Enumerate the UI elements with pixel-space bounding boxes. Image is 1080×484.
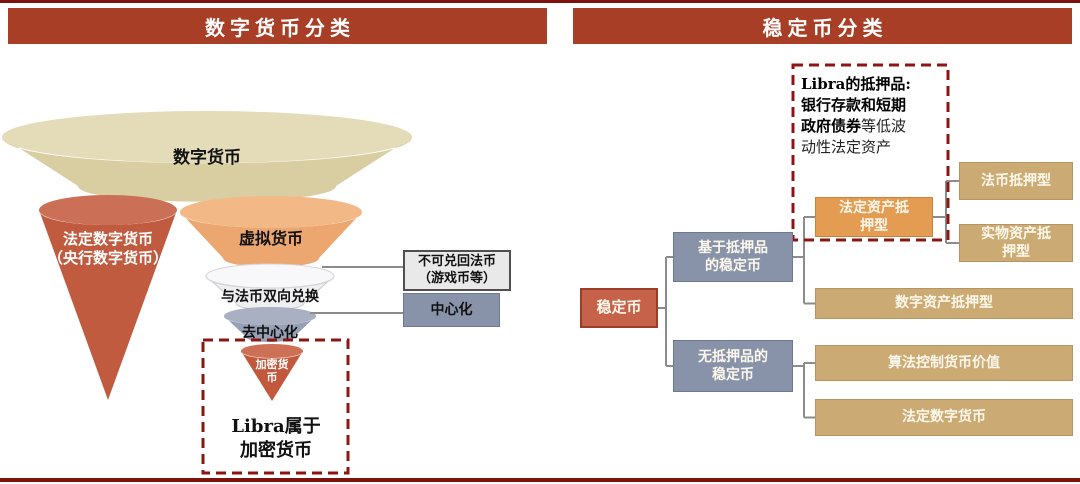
collateral-note-bold2: 银行存款和短期 [801, 96, 907, 114]
libra-belongs-note: Libra属于 加密货币 [206, 415, 346, 463]
libra-dashed-box-left [201, 338, 350, 475]
libra-belongs-line1: Libra属于 [231, 416, 321, 437]
fiat-digital-currency-cone [39, 195, 177, 400]
collateral-note-reg3: 等低波 [861, 117, 907, 135]
physical-asset-line1: 实物资产抵 [981, 225, 1051, 242]
decentralized-funnel [224, 307, 316, 342]
tree-node-legal-asset-backed: 法定资产抵 押型 [815, 197, 933, 237]
label-digital-currency: 数字货币 [173, 148, 241, 168]
tree-node-stablecoin: 稳定币 [580, 288, 658, 328]
collateral-note-line2: 银行存款和短期 [801, 95, 943, 116]
callout-non-redeemable-line1: 不可兑回法币 [417, 253, 496, 269]
collateral-based-line2: 的稳定币 [705, 258, 761, 274]
non-collateral-line2: 稳定币 [712, 367, 754, 383]
legal-asset-line1: 法定资产抵 [839, 199, 909, 216]
physical-asset-line2: 押型 [1002, 244, 1030, 260]
label-crypto-currency: 加密货 币 [244, 358, 300, 384]
label-crypto-line1: 加密货 [255, 358, 289, 371]
tree-node-digital-asset-backed: 数字资产抵押型 [815, 288, 1073, 319]
collateral-note-line3: 政府债券等低波 [801, 116, 943, 137]
collateral-note-line4: 动性法定资产 [801, 137, 943, 158]
collateral-note-line1: Libra的抵押品: [801, 74, 943, 95]
tree-connectors [658, 180, 959, 419]
legal-asset-line2: 押型 [860, 218, 888, 234]
virtual-currency-funnel [180, 196, 362, 267]
label-fiat-digital-currency: 法定数字货币 （央行数字货币） [8, 230, 208, 268]
collateral-note-bold1: Libra的抵押品: [801, 75, 911, 93]
libra-belongs-line2: 加密货币 [240, 440, 312, 461]
callout-centralized: 中心化 [403, 293, 500, 327]
tree-node-fiat-backed: 法币抵押型 [959, 162, 1073, 200]
bottom-rule [0, 478, 1080, 482]
label-fiat-digital-line1: 法定数字货币 [62, 230, 153, 248]
label-crypto-line2: 币 [266, 371, 278, 384]
tree-node-non-collateral: 无抵押品的 稳定币 [673, 340, 793, 392]
label-two-way-exchange: 与法币双向兑换 [221, 289, 319, 305]
libra-collateral-note: Libra的抵押品: 银行存款和短期 政府债券等低波 动性法定资产 [801, 74, 943, 158]
left-panel-title: 数字货币分类 [8, 8, 547, 44]
right-panel-title: 稳定币分类 [573, 8, 1072, 44]
tree-node-physical-asset-backed: 实物资产抵 押型 [959, 224, 1073, 262]
callout-non-redeemable: 不可兑回法币 （游戏币等） [403, 250, 511, 291]
label-fiat-digital-line2: （央行数字货币） [47, 249, 168, 267]
tree-node-legal-digital-currency: 法定数字货币 [815, 399, 1073, 436]
label-decentralized: 去中心化 [242, 325, 298, 341]
non-collateral-line1: 无抵押品的 [698, 348, 768, 365]
callout-non-redeemable-line2: （游戏币等） [417, 270, 496, 286]
digital-currency-funnel [2, 111, 412, 202]
tree-node-collateral-based: 基于抵押品 的稳定币 [673, 232, 793, 282]
crypto-currency-cone [241, 344, 303, 401]
tree-node-algorithm-controlled: 算法控制货币价值 [815, 345, 1073, 381]
collateral-note-bold3: 政府债券 [801, 117, 862, 135]
collateral-note-reg4: 动性法定资产 [801, 138, 892, 156]
libra-dashed-box-right [791, 63, 950, 242]
top-rule [0, 0, 1080, 3]
collateral-based-line1: 基于抵押品 [698, 239, 768, 256]
callout-leader-lines [310, 266, 403, 314]
label-virtual-currency: 虚拟货币 [238, 229, 303, 248]
